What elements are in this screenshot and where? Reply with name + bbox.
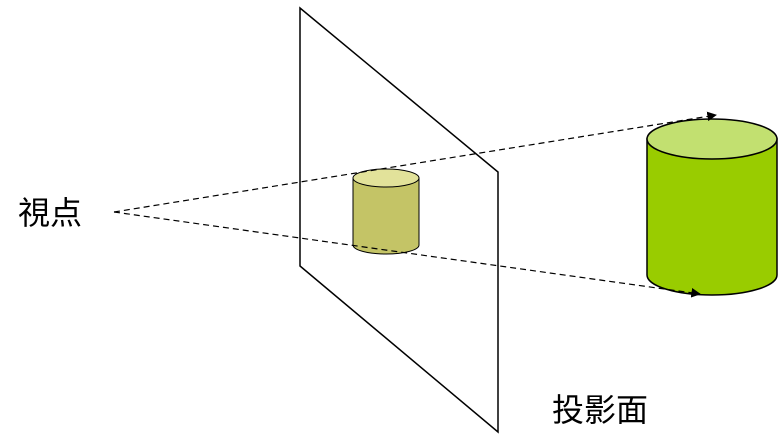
small-cylinder-body bbox=[353, 178, 419, 254]
large-cylinder-top bbox=[647, 119, 777, 159]
projection-plane-label: 投影面 bbox=[552, 394, 648, 426]
viewpoint-label: 視点 bbox=[18, 197, 82, 229]
small-cylinder bbox=[353, 169, 419, 254]
large-cylinder-body bbox=[647, 139, 777, 295]
large-cylinder bbox=[647, 119, 777, 295]
